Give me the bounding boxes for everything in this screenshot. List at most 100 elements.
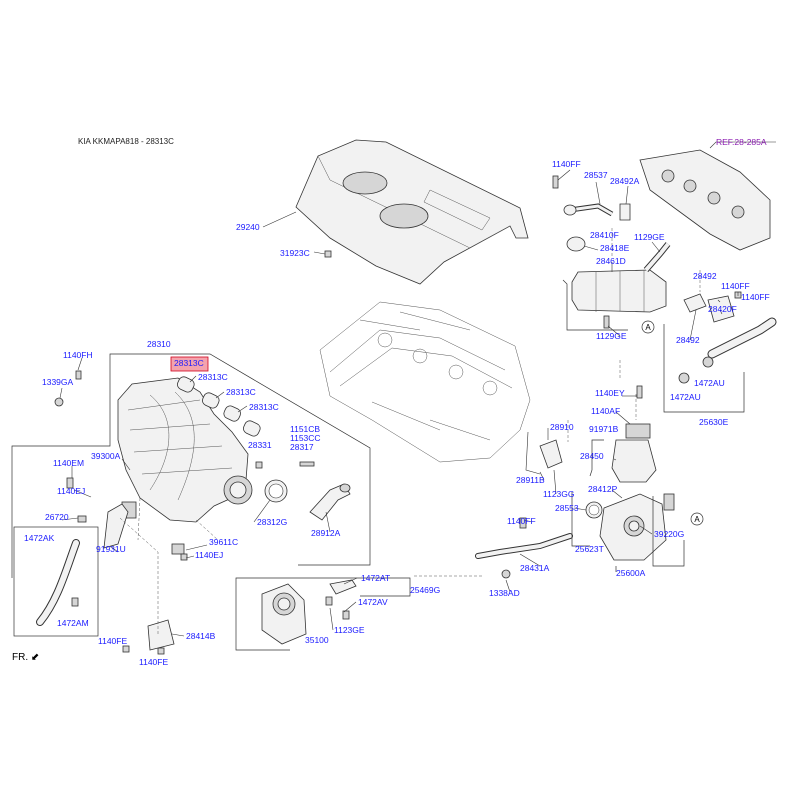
part-label-28414b[interactable]: 28414B [186,631,216,641]
part-label-1140em[interactable]: 1140EM [53,458,84,468]
part-label-1140ff[interactable]: 1140FF [507,516,536,526]
svg-text:A: A [694,515,700,524]
highlight-box-28313c [170,356,209,372]
part-label-28313c[interactable]: 28313C [249,402,279,412]
part-label-1129ge[interactable]: 1129GE [634,232,665,242]
exhaust-manifold-part [639,149,771,251]
part-label-39300a[interactable]: 39300A [91,451,121,461]
part-label-1140ff[interactable]: 1140FF [552,159,581,169]
pipe-28912a [309,483,351,521]
part-label-1472am[interactable]: 1472AM [57,618,89,628]
part-label-1140ff[interactable]: 1140FF [721,281,750,291]
part-label-1140af[interactable]: 1140AF [591,406,620,416]
part-label-1151cb[interactable]: 1151CB [290,424,320,434]
leader-lines [59,169,739,637]
part-number-labels: 29240 31923C 28310 1140FH 28313C 1339GA 28313C… [24,137,770,667]
engine-cover-part [295,139,529,285]
part-label-28492[interactable]: 28492 [693,271,717,281]
part-label-28313c[interactable]: 28313C [226,387,256,397]
part-label-28312g[interactable]: 28312G [257,517,287,527]
part-label-25600a[interactable]: 25600A [616,568,646,578]
part-label-25623t[interactable]: 25623T [575,544,604,554]
egr-pipe-28410f [569,204,613,216]
part-label-28412p[interactable]: 28412P [588,484,618,494]
part-label-1140ej[interactable]: 1140EJ [57,486,85,496]
gasket-28492 [683,293,707,313]
part-label-28461d[interactable]: 28461D [596,256,626,266]
part-label-1153cc[interactable]: 1153CC [290,433,321,443]
cylinder-head-outline [319,301,531,463]
small-fasteners [54,175,742,655]
part-label-28313c[interactable]: 28313C [174,358,204,368]
part-label-28313c[interactable]: 28313C [198,372,228,382]
part-label-1338ad[interactable]: 1338AD [489,588,520,598]
part-label-1472au[interactable]: 1472AU [694,378,725,388]
part-label-1140ey[interactable]: 1140EY [595,388,625,398]
part-label-1123gg[interactable]: 1123GG [543,489,575,499]
part-label-1140ff[interactable]: 1140FF [741,292,770,302]
part-label-31923c[interactable]: 31923C [280,248,310,258]
part-label-28553[interactable]: 28553 [555,503,579,513]
intake-gaskets [177,376,261,437]
bracket-91931u [103,503,129,549]
part-label-35100[interactable]: 35100 [305,635,329,645]
part-label-28910[interactable]: 28910 [550,422,574,432]
part-label-29240[interactable]: 29240 [236,222,260,232]
part-label-28420f[interactable]: 28420F [708,304,737,314]
part-label-1140fe[interactable]: 1140FE [139,657,168,667]
part-label-1472at[interactable]: 1472AT [361,573,390,583]
part-label-1472au[interactable]: 1472AU [670,392,701,402]
part-label-28492a[interactable]: 28492A [610,176,640,186]
gasket-28418e [566,236,586,252]
part-label-1140fh[interactable]: 1140FH [63,350,93,360]
part-label-28912a[interactable]: 28912A [311,528,341,538]
part-label-28331[interactable]: 28331 [248,440,272,450]
part-label-25630e[interactable]: 25630E [699,417,729,427]
bracket-28414b [147,619,175,651]
front-direction-text: FR. [12,652,29,663]
part-label-28911b[interactable]: 28911B [516,475,545,485]
part-label-1123ge[interactable]: 1123GE [334,625,365,635]
part-label-28317[interactable]: 28317 [290,442,314,452]
egr-hose-25630e [708,318,776,358]
pipe-28431a [476,534,572,558]
front-direction-label: FR. ⬋ [12,652,39,663]
part-label-39611c[interactable]: 39611C [209,537,238,547]
egr-cooler-part [571,242,671,313]
hose-25469g [329,579,357,595]
part-label-28310[interactable]: 28310 [147,339,171,349]
front-arrow-icon: ⬋ [30,652,40,663]
part-label-28450[interactable]: 28450 [580,451,604,461]
egr-valve-part [611,423,657,483]
part-label-28492[interactable]: 28492 [676,335,700,345]
part-label-28431a[interactable]: 28431A [520,563,550,573]
sensor-28910 [539,439,563,469]
part-label-1472av[interactable]: 1472AV [358,597,388,607]
part-label-1140fe[interactable]: 1140FE [98,636,127,646]
throttle-body-part [261,583,307,645]
part-label-1140ej[interactable]: 1140EJ [195,550,223,560]
part-label-1129ge[interactable]: 1129GE [596,331,627,341]
diagram-header: KIA KKMAPA818 - 28313C [78,137,174,146]
part-label-25469g[interactable]: 25469G [410,585,440,595]
part-label-1472ak[interactable]: 1472AK [24,533,55,543]
part-label-ref-28-285a[interactable]: REF.28-285A [716,137,767,147]
callout-a-bottom: A [690,512,704,526]
part-label-91971b[interactable]: 91971B [589,424,619,434]
intake-group-bracket [11,353,371,578]
part-label-1339ga[interactable]: 1339GA [42,377,74,387]
part-label-39220g[interactable]: 39220G [654,529,684,539]
part-label-28537[interactable]: 28537 [584,170,608,180]
flange-28420f [707,295,735,323]
thermostat-housing-part [599,493,675,561]
callout-a-top: A [641,320,655,334]
hose-1472ak [37,540,79,625]
svg-text:A: A [645,323,651,332]
intake-manifold-part [117,377,253,523]
part-label-28418e[interactable]: 28418E [600,243,630,253]
part-label-91931u[interactable]: 91931U [96,544,126,554]
hose-group-box [13,526,99,637]
part-label-26720[interactable]: 26720 [45,512,69,522]
part-label-28410f[interactable]: 28410F [590,230,619,240]
